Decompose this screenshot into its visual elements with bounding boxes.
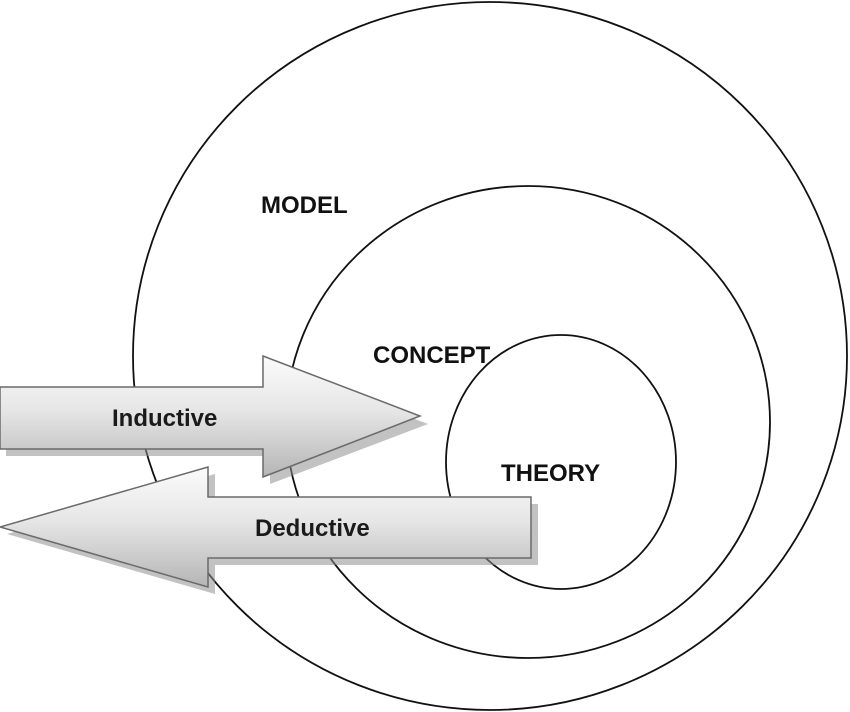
inner-ring-theory	[445, 334, 677, 590]
outer-ring-model	[132, 1, 848, 711]
inductive-arrow: Inductive	[0, 354, 428, 484]
inductive-label: Inductive	[112, 405, 217, 432]
theory-label: THEORY	[501, 460, 600, 487]
deductive-arrow: Deductive	[0, 466, 538, 594]
concept-label: CONCEPT	[373, 342, 491, 369]
deductive-label: Deductive	[255, 515, 370, 542]
model-label: MODEL	[261, 192, 348, 219]
